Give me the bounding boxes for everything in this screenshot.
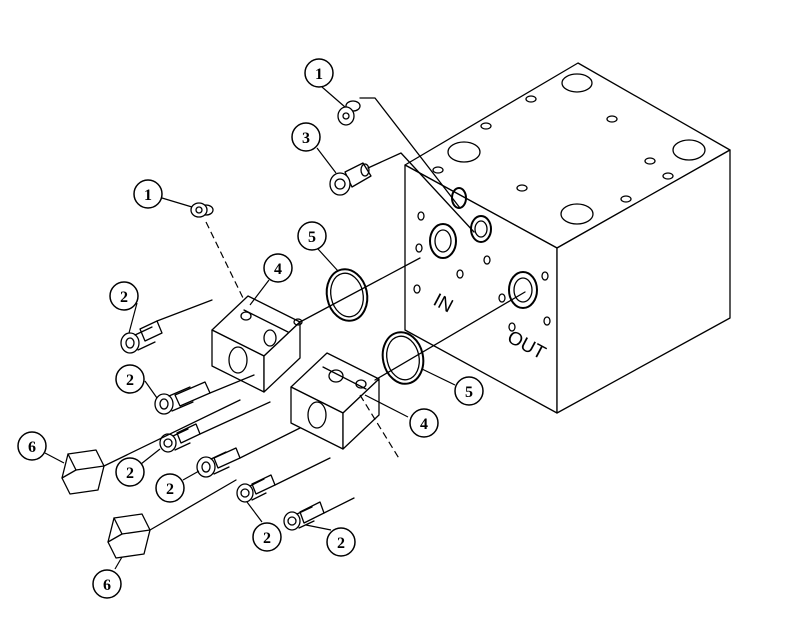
o-ring-upper <box>325 268 369 322</box>
cap-screw-1 <box>120 320 163 354</box>
callout-label: 5 <box>465 384 473 401</box>
callout-label: 2 <box>166 481 174 498</box>
callout-2-e: 2 <box>252 522 282 552</box>
manifold-block: IN OUT <box>404 62 731 414</box>
callout-2-f: 2 <box>326 527 356 557</box>
assembly-lines <box>103 97 526 531</box>
callout-6-lower: 6 <box>92 569 122 599</box>
plug-left <box>190 202 214 218</box>
cap-screw-4 <box>196 447 241 478</box>
callout-1-left: 1 <box>133 179 163 209</box>
callout-3: 3 <box>291 122 321 152</box>
callout-label: 4 <box>274 261 282 278</box>
callout-4-lower: 4 <box>409 408 439 438</box>
callout-label: 6 <box>28 439 36 456</box>
cap-screw-6 <box>283 501 325 531</box>
callout-2-c: 2 <box>115 457 145 487</box>
cap-screw-5 <box>236 474 276 503</box>
callout-label: 6 <box>103 577 111 594</box>
callout-5-upper: 5 <box>297 221 327 251</box>
hex-plug-lower <box>107 513 151 559</box>
callout-label: 1 <box>144 187 152 204</box>
cap-screw-3 <box>159 423 201 453</box>
callout-6-upper: 6 <box>17 431 47 461</box>
callout-label: 2 <box>126 372 134 389</box>
callout-label: 4 <box>420 416 428 433</box>
mounting-plate-lower <box>290 352 380 450</box>
callout-2-d: 2 <box>155 473 185 503</box>
fitting <box>329 162 372 196</box>
callout-2-a: 2 <box>109 281 139 311</box>
callout-label: 2 <box>337 535 345 552</box>
mounting-plate-upper <box>211 295 303 393</box>
callout-4-upper: 4 <box>263 253 293 283</box>
callout-label: 5 <box>308 229 316 246</box>
callout-5-lower: 5 <box>454 376 484 406</box>
callout-label: 3 <box>302 130 310 147</box>
manifold-right-face <box>556 149 731 414</box>
callout-1-upper: 1 <box>304 58 334 88</box>
hex-plug-upper <box>61 449 105 495</box>
callout-label: 2 <box>120 289 128 306</box>
cap-screw-2 <box>154 381 211 415</box>
callout-2-b: 2 <box>115 364 145 394</box>
callout-label: 1 <box>315 66 323 83</box>
callout-leaders <box>44 86 456 570</box>
callout-label: 2 <box>263 530 271 547</box>
plug-upper <box>337 100 361 126</box>
callout-label: 2 <box>126 465 134 482</box>
